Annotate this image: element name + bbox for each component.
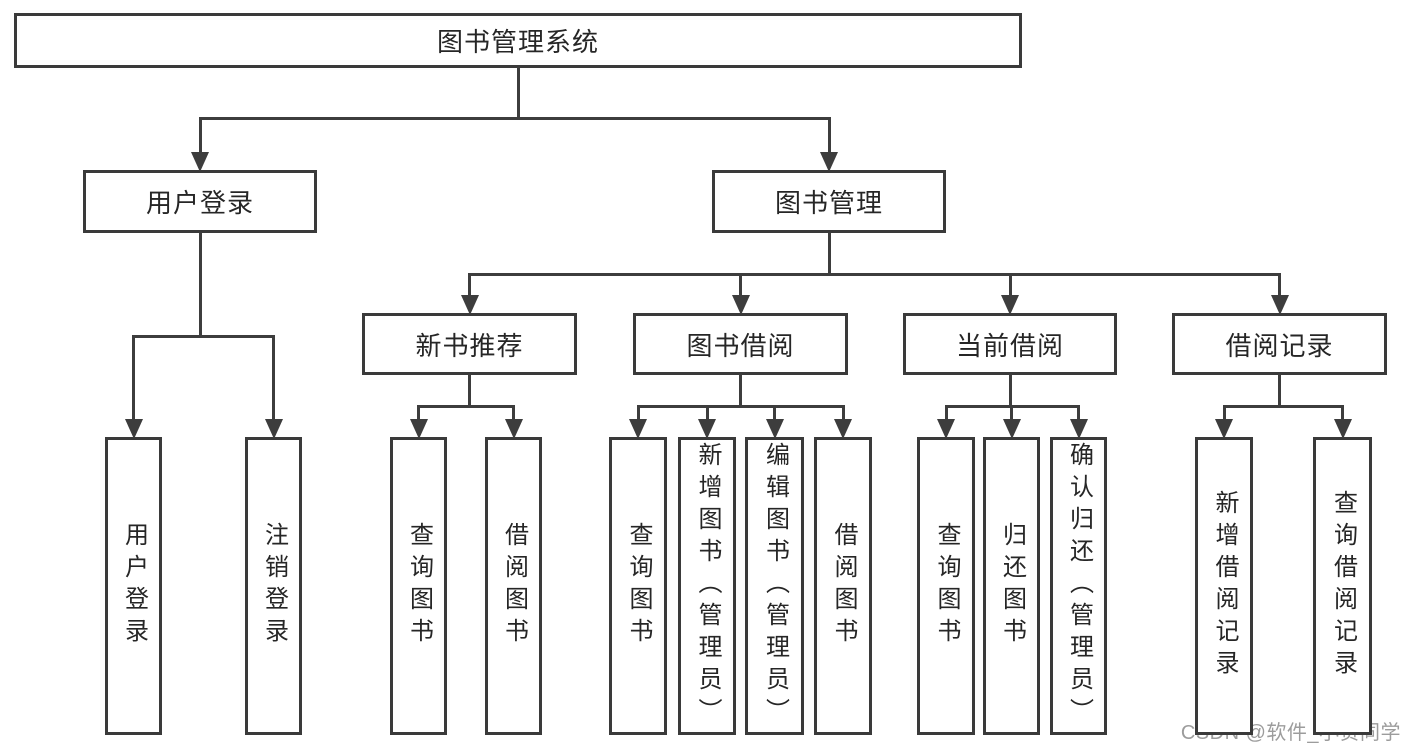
connector-line (705, 406, 709, 427)
node-label-leaf-query-books-b: 查询图书 (625, 522, 652, 650)
node-root: 图书管理系统 (14, 13, 1022, 68)
node-leaf-query-borrow-record: 查询借阅记录 (1313, 437, 1372, 735)
arrow-down-icon (1215, 419, 1233, 439)
arrow-down-icon (834, 419, 852, 439)
connector-line (417, 404, 515, 408)
arrow-down-icon (264, 419, 283, 439)
connector-line (468, 374, 471, 406)
connector-line (944, 406, 948, 427)
node-label-leaf-query-borrow-record: 查询借阅记录 (1329, 490, 1357, 682)
connector-line (132, 334, 275, 338)
node-label-leaf-add-borrow-record: 新增借阅记录 (1211, 490, 1238, 682)
connector-line (1077, 406, 1080, 427)
node-book-mgmt: 图书管理 (712, 170, 946, 233)
node-label-book-mgmt: 图书管理 (774, 188, 883, 218)
connector-line (417, 406, 420, 427)
connector-line (636, 404, 845, 408)
arrow-down-icon (1002, 419, 1021, 439)
connector-line (132, 336, 135, 427)
arrow-down-icon (460, 295, 479, 315)
arrow-down-icon (1333, 419, 1352, 439)
node-label-current-borrow: 当前借阅 (955, 330, 1064, 361)
node-current-borrow: 当前借阅 (903, 313, 1117, 375)
connector-line (198, 116, 831, 120)
arrow-down-icon (1069, 419, 1088, 439)
node-label-user-login: 用户登录 (145, 188, 254, 218)
node-label-leaf-add-books-admin: 新增图书（管理员） (694, 442, 721, 730)
arrow-down-icon (629, 419, 647, 439)
connector-line (739, 374, 742, 406)
node-leaf-logout-login: 注销登录 (245, 437, 302, 735)
arrow-down-icon (124, 419, 143, 439)
arrow-down-icon (1270, 295, 1289, 315)
node-book-borrow: 图书借阅 (633, 313, 848, 375)
node-leaf-borrow-books-a: 借阅图书 (485, 437, 542, 735)
arrow-down-icon (698, 419, 716, 439)
node-leaf-edit-books-admin: 编辑图书（管理员） (745, 437, 804, 735)
connector-line (739, 274, 742, 303)
node-user-login: 用户登录 (83, 170, 317, 233)
node-leaf-query-books-c: 查询图书 (917, 437, 975, 735)
arrow-down-icon (731, 295, 750, 315)
connector-line (773, 406, 776, 427)
node-label-leaf-user-login: 用户登录 (120, 522, 148, 650)
arrow-down-icon (191, 152, 209, 172)
arrow-down-icon (504, 419, 523, 439)
node-leaf-add-borrow-record: 新增借阅记录 (1195, 437, 1253, 735)
connector-line (1222, 404, 1344, 408)
connector-line (636, 406, 640, 427)
node-label-leaf-return-books: 归还图书 (998, 522, 1026, 650)
node-leaf-confirm-return-admin: 确认归还（管理员） (1050, 437, 1107, 735)
node-leaf-user-login: 用户登录 (105, 437, 162, 735)
connector-line (468, 272, 1281, 276)
node-leaf-query-books-a: 查询图书 (390, 437, 447, 735)
node-leaf-borrow-books-b: 借阅图书 (814, 437, 872, 735)
node-label-leaf-query-books-a: 查询图书 (405, 522, 433, 650)
node-label-leaf-borrow-books-a: 借阅图书 (500, 522, 528, 650)
node-label-leaf-confirm-return-admin: 确认归还（管理员） (1065, 442, 1093, 730)
node-leaf-add-books-admin: 新增图书（管理员） (678, 437, 736, 735)
arrow-down-icon (409, 419, 428, 439)
node-leaf-return-books: 归还图书 (983, 437, 1040, 735)
connector-line (1008, 274, 1012, 303)
connector-line (272, 336, 275, 427)
node-label-leaf-logout-login: 注销登录 (260, 522, 288, 650)
arrow-down-icon (937, 419, 955, 439)
node-leaf-query-books-b: 查询图书 (609, 437, 667, 735)
node-label-book-borrow: 图书借阅 (686, 330, 795, 361)
connector-line (512, 406, 515, 427)
connector-line (1010, 406, 1013, 427)
connector-line (827, 232, 831, 274)
arrow-down-icon (765, 419, 784, 439)
connector-line (198, 232, 202, 336)
arrow-down-icon (1001, 295, 1019, 315)
connector-line (841, 406, 845, 427)
node-label-leaf-edit-books-admin: 编辑图书（管理员） (761, 442, 789, 730)
node-label-new-book-rec: 新书推荐 (415, 330, 524, 361)
connector-line (1278, 274, 1281, 303)
connector-line (198, 118, 202, 160)
connector-line (516, 67, 520, 118)
node-label-leaf-borrow-books-b: 借阅图书 (830, 522, 857, 650)
connector-line (1008, 374, 1012, 406)
node-label-borrow-records: 借阅记录 (1225, 330, 1334, 361)
connector-line (1222, 406, 1226, 427)
node-new-book-rec: 新书推荐 (362, 313, 577, 375)
arrow-down-icon (820, 152, 838, 172)
connector-line (827, 118, 831, 160)
connector-line (1341, 406, 1344, 427)
node-borrow-records: 借阅记录 (1172, 313, 1387, 375)
connector-line (1278, 374, 1281, 406)
connector-line (468, 274, 471, 303)
node-label-root: 图书管理系统 (436, 27, 599, 57)
node-label-leaf-query-books-c: 查询图书 (933, 522, 960, 650)
